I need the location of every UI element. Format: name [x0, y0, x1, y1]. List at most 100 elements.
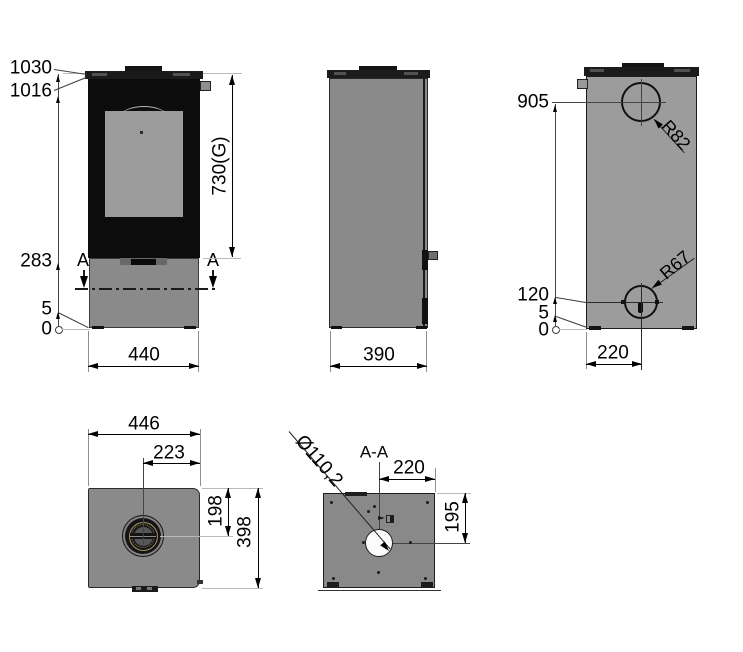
- arrowhead: [190, 460, 200, 466]
- arrowhead: [88, 363, 98, 369]
- dim-label-5: 5: [41, 298, 52, 320]
- screw-dot: [377, 571, 380, 574]
- arrowhead: [586, 361, 596, 367]
- dim-label-120: 120: [517, 284, 549, 306]
- arrowhead: [225, 488, 231, 498]
- extension-line: [426, 331, 427, 372]
- back-top-tab: [622, 63, 664, 68]
- centerline: [641, 79, 642, 126]
- dimension-line: [465, 493, 466, 543]
- dim-label-195: 195: [442, 501, 464, 533]
- dim-label-390: 390: [363, 344, 395, 366]
- dimension-line: [232, 75, 233, 257]
- screw-dot: [330, 501, 333, 504]
- dimension-line: [143, 463, 200, 464]
- side-front-edge-line: [423, 79, 425, 327]
- glass-detail-dot: [140, 131, 143, 134]
- screw-dot: [367, 510, 370, 513]
- centerline: [641, 283, 642, 370]
- dim-label-220: 220: [393, 457, 425, 479]
- tick-arrow: [55, 312, 60, 319]
- dim-label-440: 440: [128, 344, 160, 366]
- dim-label-5: 5: [538, 302, 549, 324]
- foot: [416, 326, 427, 329]
- foot: [589, 326, 601, 330]
- front-top-tab: [125, 66, 162, 72]
- dimension-line: [228, 488, 229, 536]
- arrowhead: [225, 526, 231, 536]
- extension-line: [203, 258, 241, 259]
- door-handle-stub: [200, 81, 211, 91]
- plan-rear-tab: [132, 586, 158, 592]
- foot: [331, 326, 342, 329]
- dim-label-446: 446: [128, 413, 160, 435]
- arrowhead: [255, 488, 261, 498]
- plate-detail: [92, 73, 107, 76]
- dim-label-198: 198: [205, 495, 227, 527]
- plate-detail: [674, 69, 690, 72]
- side-door-handle: [428, 251, 438, 260]
- section-letter-left: A: [76, 250, 90, 270]
- dim-label-0: 0: [41, 318, 52, 340]
- plate-detail: [173, 73, 190, 76]
- screw-dot: [362, 541, 365, 544]
- plate-detail: [334, 72, 346, 75]
- extension-line: [200, 429, 201, 486]
- section-arrow-stem: [212, 270, 214, 281]
- extension-line: [330, 331, 331, 372]
- flue-hole: [365, 529, 393, 557]
- bracket-arrow: [378, 516, 385, 520]
- plan-edge-clip: [197, 580, 203, 584]
- arrowhead: [229, 75, 235, 85]
- ordinate-dim-line: [555, 104, 556, 326]
- tab-detail: [147, 587, 152, 590]
- dimension-line: [88, 434, 200, 435]
- ordinate-dim-line: [58, 74, 59, 326]
- front-top-plate: [85, 71, 203, 79]
- section-bottom-plate: [318, 590, 441, 591]
- dim-label-905: 905: [517, 91, 549, 113]
- tick-arrow: [55, 96, 60, 103]
- leader-line: [555, 316, 588, 328]
- dimension-line: [330, 366, 427, 367]
- dimension-line: [258, 488, 259, 588]
- centerline: [552, 102, 666, 103]
- arrowhead: [425, 476, 435, 482]
- section-top-notch: [345, 492, 367, 496]
- dimension-line: [88, 366, 199, 367]
- tick-arrow: [552, 315, 557, 322]
- side-handle-stub: [577, 79, 588, 89]
- screw-dot: [424, 577, 427, 580]
- dim-label-220: 220: [597, 342, 629, 364]
- dim-label-1016: 1016: [9, 80, 52, 102]
- tick-arrow: [552, 105, 557, 112]
- screw-dot: [373, 505, 376, 508]
- pedestal-recess-slot: [131, 259, 156, 265]
- side-top-tab: [359, 66, 397, 71]
- dim-label-283: 283: [20, 250, 52, 272]
- foot: [92, 326, 104, 329]
- centerline-dot: [621, 300, 625, 304]
- foot: [682, 326, 694, 330]
- section-letter-right: A: [206, 250, 220, 270]
- cutting-plane-line: [75, 288, 217, 290]
- extension-line: [435, 468, 436, 492]
- centerline: [379, 462, 380, 551]
- foot: [327, 582, 339, 587]
- back-top-plate: [584, 67, 699, 76]
- arrowhead: [88, 431, 98, 437]
- leader-line: [555, 297, 587, 304]
- side-edge-detail: [422, 250, 428, 270]
- centerline: [379, 543, 470, 544]
- extension-line: [202, 488, 263, 489]
- section-arrow-down: [209, 276, 217, 288]
- foot: [184, 326, 196, 329]
- arrowhead: [417, 363, 427, 369]
- dim-label-1030: 1030: [9, 57, 52, 79]
- side-edge-detail: [422, 298, 428, 324]
- extension-line: [559, 329, 587, 330]
- tick-arrow: [552, 297, 557, 304]
- bracket-detail-fill: [390, 516, 393, 522]
- tick-arrow: [55, 75, 60, 82]
